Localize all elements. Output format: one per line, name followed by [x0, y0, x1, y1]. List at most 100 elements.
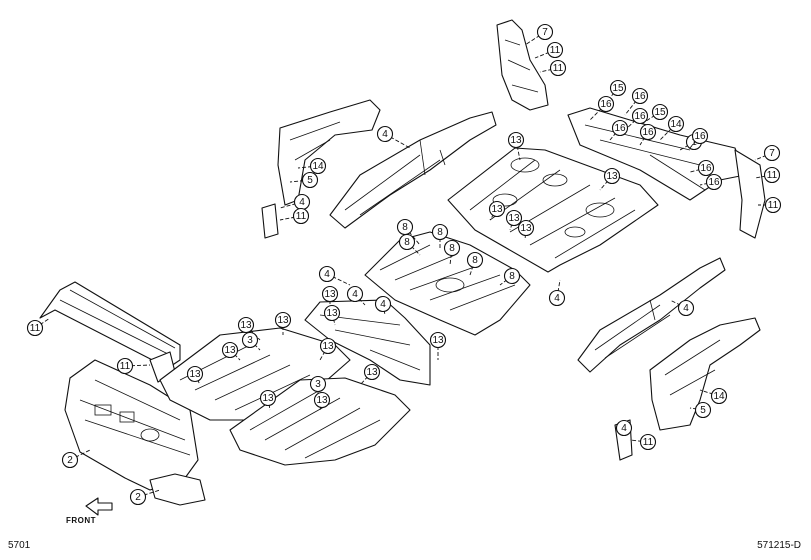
callout-13: 13 — [505, 209, 523, 227]
callout-number: 3 — [247, 335, 253, 346]
callout-number: 7 — [542, 27, 548, 38]
callout-4: 4 — [293, 193, 311, 211]
callout-number: 15 — [654, 107, 666, 118]
callout-number: 5 — [700, 405, 706, 416]
callout-number: 11 — [120, 361, 131, 372]
callout-number: 5 — [307, 175, 313, 186]
callout-number: 13 — [520, 223, 532, 234]
callout-number: 4 — [683, 303, 689, 314]
callout-11: 11 — [764, 196, 782, 214]
callout-11: 11 — [639, 433, 657, 451]
center-pillar-part — [496, 19, 549, 111]
callout-13: 13 — [488, 200, 506, 218]
callout-8: 8 — [503, 267, 521, 285]
callout-number: 13 — [326, 308, 338, 319]
callout-leader-line — [624, 95, 641, 116]
callout-3: 3 — [241, 331, 259, 349]
callout-number: 8 — [404, 237, 410, 248]
callout-8: 8 — [466, 251, 484, 269]
callout-11: 11 — [292, 207, 310, 225]
callout-16: 16 — [691, 127, 709, 145]
left-rear-wheelhouse-part — [261, 99, 381, 239]
callout-number: 13 — [508, 213, 520, 224]
callout-11: 11 — [763, 166, 781, 184]
callout-number: 7 — [769, 148, 775, 159]
callout-4: 4 — [346, 285, 364, 303]
callout-14: 14 — [309, 157, 327, 175]
callout-number: 15 — [612, 83, 624, 94]
callout-13: 13 — [186, 365, 204, 383]
callout-number: 14 — [670, 119, 682, 130]
callout-leader-line — [384, 133, 411, 149]
callout-13: 13 — [517, 219, 535, 237]
callout-8: 8 — [396, 218, 414, 236]
callout-number: 16 — [600, 99, 612, 110]
callout-number: 4 — [352, 289, 358, 300]
callout-11: 11 — [546, 41, 564, 59]
right-rear-wheelhouse-part — [614, 317, 761, 461]
callout-13: 13 — [363, 363, 381, 381]
callout-5: 5 — [694, 401, 712, 419]
callout-number: 11 — [768, 200, 779, 211]
callout-11: 11 — [26, 319, 44, 337]
callout-16: 16 — [705, 173, 723, 191]
callout-7: 7 — [763, 144, 781, 162]
callout-4: 4 — [615, 419, 633, 437]
callout-number: 13 — [262, 393, 274, 404]
callout-number: 8 — [509, 271, 515, 282]
callout-number: 13 — [240, 320, 252, 331]
callout-number: 13 — [491, 204, 503, 215]
callout-13: 13 — [274, 311, 292, 329]
callout-number: 16 — [700, 163, 712, 174]
front-direction-label: FRONT — [66, 516, 97, 525]
callout-2: 2 — [129, 488, 147, 506]
callout-13: 13 — [507, 131, 525, 149]
callout-16: 16 — [631, 107, 649, 125]
callout-13: 13 — [603, 167, 621, 185]
callout-4: 4 — [318, 265, 336, 283]
callout-number: 13 — [510, 135, 522, 146]
callout-number: 13 — [324, 289, 336, 300]
callout-11: 11 — [116, 357, 134, 375]
front-arrow-icon — [85, 497, 113, 516]
callout-number: 11 — [30, 323, 41, 334]
callout-16: 16 — [597, 95, 615, 113]
callout-number: 13 — [606, 171, 618, 182]
callout-16: 16 — [631, 87, 649, 105]
callout-5: 5 — [301, 171, 319, 189]
callout-number: 11 — [296, 211, 307, 222]
callout-15: 15 — [609, 79, 627, 97]
callout-number: 13 — [366, 367, 378, 378]
callout-number: 4 — [621, 423, 627, 434]
callout-number: 13 — [224, 345, 236, 356]
callout-number: 16 — [614, 123, 626, 134]
callout-8: 8 — [431, 223, 449, 241]
callout-13: 13 — [319, 337, 337, 355]
callout-16: 16 — [611, 119, 629, 137]
callout-number: 8 — [402, 222, 408, 233]
callout-number: 4 — [554, 293, 560, 304]
callout-number: 4 — [324, 269, 330, 280]
callout-13: 13 — [323, 304, 341, 322]
callout-number: 11 — [643, 437, 654, 448]
callout-number: 14 — [713, 391, 725, 402]
center-floor-part — [364, 231, 531, 336]
callout-4: 4 — [548, 289, 566, 307]
diagram-page-number: 5701 — [8, 540, 31, 551]
callout-3: 3 — [309, 375, 327, 393]
callout-13: 13 — [237, 316, 255, 334]
callout-number: 13 — [316, 395, 328, 406]
callout-8: 8 — [443, 239, 461, 257]
callout-14: 14 — [710, 387, 728, 405]
dash-panel-part — [64, 359, 206, 506]
callout-number: 16 — [634, 91, 646, 102]
callout-number: 13 — [322, 341, 334, 352]
callout-8: 8 — [398, 233, 416, 251]
rear-upper-member-part — [567, 107, 766, 239]
callout-13: 13 — [429, 331, 447, 349]
callout-number: 2 — [67, 455, 73, 466]
callout-15: 15 — [651, 103, 669, 121]
callout-number: 8 — [449, 243, 455, 254]
callout-number: 16 — [642, 127, 654, 138]
